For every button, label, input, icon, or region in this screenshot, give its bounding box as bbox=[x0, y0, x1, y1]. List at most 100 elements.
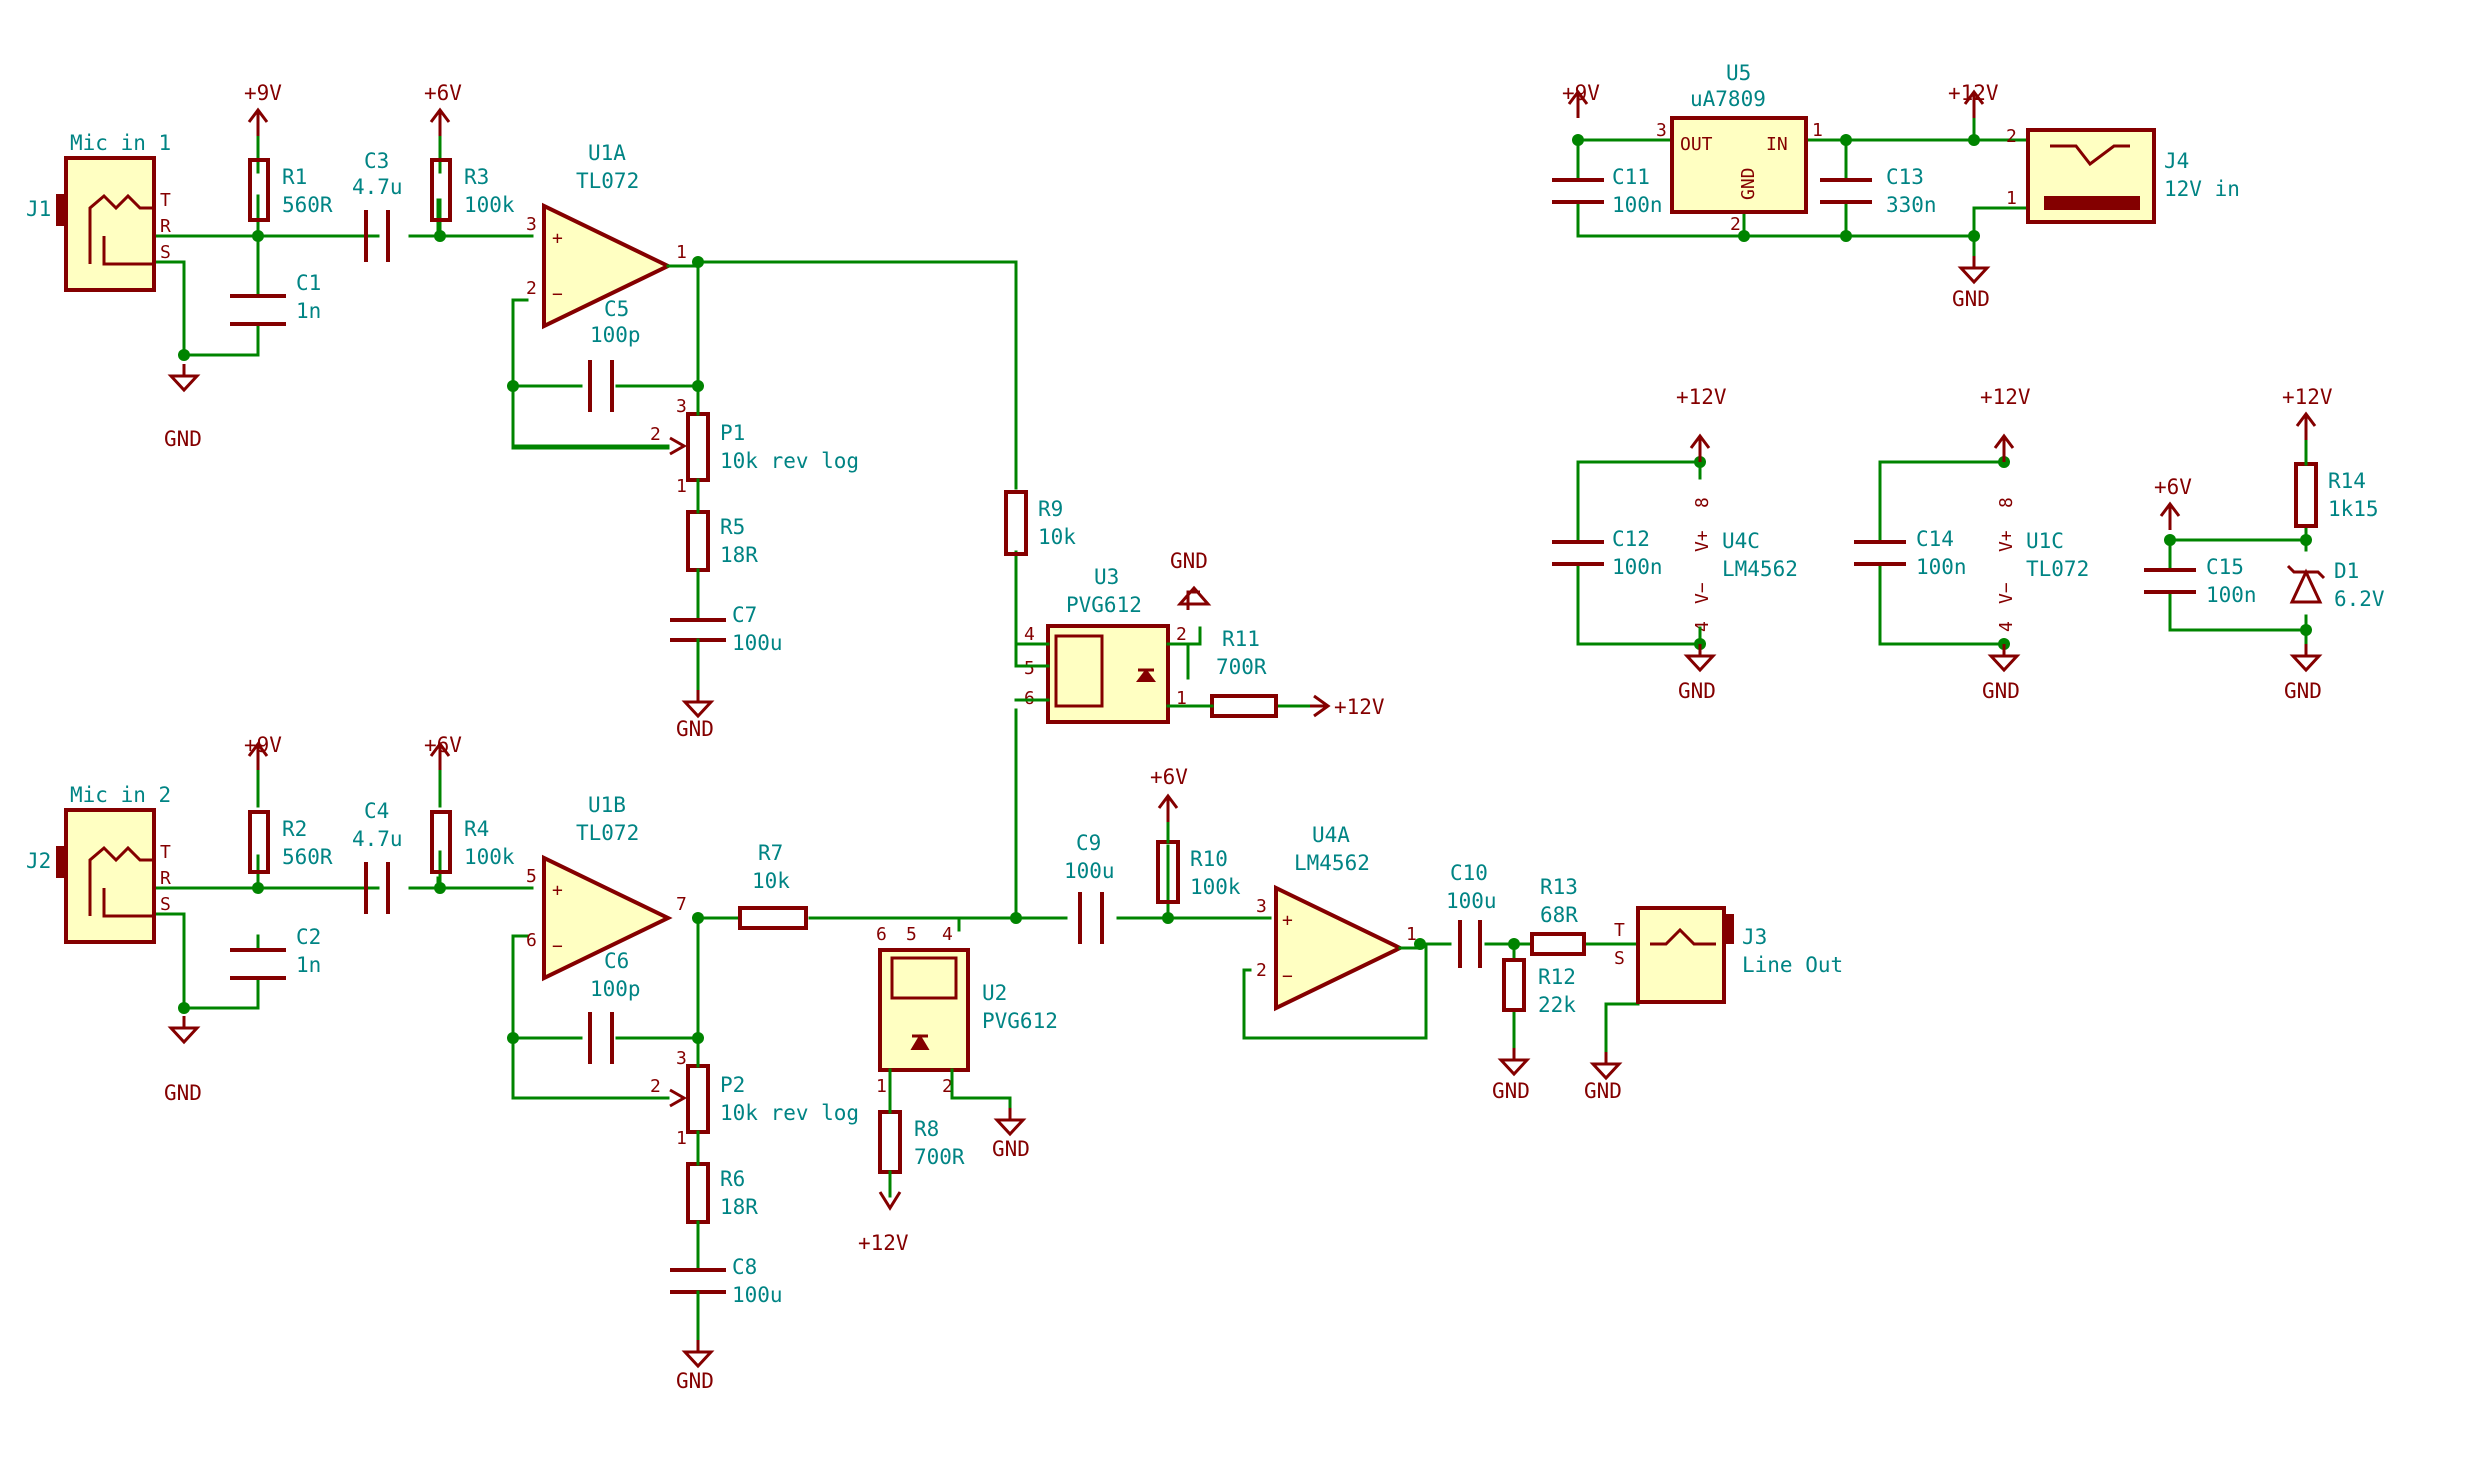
value-label: TL072 bbox=[576, 169, 639, 193]
value-label: 100u bbox=[1064, 859, 1115, 883]
value-label: 330n bbox=[1886, 193, 1937, 217]
supply-label: +12V bbox=[858, 1231, 909, 1255]
supply-label: GND bbox=[1170, 549, 1208, 573]
ref-label: C9 bbox=[1076, 831, 1101, 855]
capacitor-c11: C11 100n bbox=[1552, 165, 1663, 217]
pin-label: V+ bbox=[1996, 530, 2017, 552]
value-label: 10k bbox=[752, 869, 790, 893]
supply-label: +6V bbox=[424, 733, 462, 757]
supply-label: +6V bbox=[2154, 475, 2192, 499]
pin-label: 2 bbox=[2006, 126, 2017, 147]
ref-label: R9 bbox=[1038, 497, 1063, 521]
resistor-r13: R13 68R bbox=[1530, 875, 1586, 956]
supply-label: GND bbox=[676, 717, 714, 741]
pin-label: 1 bbox=[876, 1076, 887, 1097]
pin-label: R bbox=[160, 868, 171, 889]
ref-label: D1 bbox=[2334, 559, 2359, 583]
ref-label: C1 bbox=[296, 271, 321, 295]
pin-label: 5 bbox=[1024, 658, 1035, 679]
pin-label: V+ bbox=[1692, 530, 1713, 552]
capacitor-c15: C15 100n bbox=[2144, 555, 2257, 607]
ref-label: R5 bbox=[720, 515, 745, 539]
value-label: 18R bbox=[720, 1195, 758, 1219]
value-label: 100p bbox=[590, 977, 641, 1001]
ref-label: U5 bbox=[1726, 61, 1751, 85]
pin-label: T bbox=[1614, 920, 1625, 941]
value-label: Mic in 1 bbox=[70, 131, 171, 155]
pin-label: 3 bbox=[1256, 896, 1267, 917]
value-label: 4.7u bbox=[352, 175, 403, 199]
supply-label: +12V bbox=[1980, 385, 2031, 409]
ground-symbols: GND GND GND GND GND GND GND GND GND GND … bbox=[164, 254, 2322, 1393]
resistor-r14: R14 1k15 bbox=[2294, 438, 2379, 528]
pin-label: 2 bbox=[942, 1076, 953, 1097]
capacitor-c7: C7 100u bbox=[670, 603, 783, 692]
value-label: 12V in bbox=[2164, 177, 2240, 201]
plus-sign: + bbox=[1282, 910, 1293, 931]
ref-label: U4C bbox=[1722, 529, 1760, 553]
ref-label: U1A bbox=[588, 141, 626, 165]
value-label: TL072 bbox=[2026, 557, 2089, 581]
pin-label: 2 bbox=[1256, 960, 1267, 981]
pin-label: 6 bbox=[876, 924, 887, 945]
supply-label: +9V bbox=[244, 81, 282, 105]
ref-label: R4 bbox=[464, 817, 489, 841]
resistor-r12: R12 22k bbox=[1502, 958, 1576, 1017]
relay-u2: 6 5 4 1 2 U2 PVG612 bbox=[876, 924, 1058, 1110]
capacitor-c4: C4 4.7u bbox=[352, 799, 403, 914]
capacitor-c8: C8 100u bbox=[670, 1255, 783, 1342]
capacitor-c12: C12 100n bbox=[1552, 527, 1663, 579]
ref-label: J4 bbox=[2164, 149, 2189, 173]
value-label: 100p bbox=[590, 323, 641, 347]
value-label: 10k bbox=[1038, 525, 1076, 549]
ref-label: C14 bbox=[1916, 527, 1954, 551]
resistor-r5: R5 18R bbox=[686, 492, 758, 620]
ref-label: C4 bbox=[364, 799, 389, 823]
value-label: 100k bbox=[1190, 875, 1241, 899]
power-symbols: +9V +6V +9V +6V +6V +12V +9V +12V +12V +… bbox=[244, 81, 2333, 824]
ref-label: C5 bbox=[604, 297, 629, 321]
ref-label: U1B bbox=[588, 793, 626, 817]
pin-label: 2 bbox=[1730, 214, 1741, 235]
pin-label: S bbox=[160, 894, 171, 915]
supply-label: +12V bbox=[2282, 385, 2333, 409]
pin-label: S bbox=[1614, 948, 1625, 969]
ref-label: U2 bbox=[982, 981, 1007, 1005]
capacitor-c3: C3 4.7u bbox=[352, 149, 403, 262]
value-label: 1n bbox=[296, 953, 321, 977]
supply-label: +12V bbox=[1334, 695, 1385, 719]
pin-label: 3 bbox=[676, 396, 687, 417]
potentiometer-p2: 3 2 1 P2 10k rev log bbox=[650, 1036, 859, 1149]
ref-label: R1 bbox=[282, 165, 307, 189]
supply-label: GND bbox=[1584, 1079, 1622, 1103]
pin-label: IN bbox=[1766, 134, 1788, 155]
supply-label: GND bbox=[1492, 1079, 1530, 1103]
ref-label: C12 bbox=[1612, 527, 1650, 551]
value-label: 100n bbox=[1612, 193, 1663, 217]
value-label: 100u bbox=[732, 1283, 783, 1307]
potentiometer-p1: 3 2 1 P1 10k rev log bbox=[511, 384, 859, 497]
value-label: 1k15 bbox=[2328, 497, 2379, 521]
pin-label: 1 bbox=[2006, 188, 2017, 209]
ref-label: U4A bbox=[1312, 823, 1350, 847]
ref-label: R6 bbox=[720, 1167, 745, 1191]
opamp-u4a: + − 3 2 1 U4A LM4562 bbox=[1256, 823, 1422, 1012]
supply-label: +12V bbox=[1676, 385, 1727, 409]
pin-label: 1 bbox=[1176, 688, 1187, 709]
value-label: 10k rev log bbox=[720, 449, 859, 473]
value-label: 560R bbox=[282, 845, 333, 869]
pin-label: 4 bbox=[1692, 621, 1713, 632]
resistor-r2: R2 560R bbox=[248, 810, 333, 874]
supply-label: GND bbox=[164, 1081, 202, 1105]
ref-label: U1C bbox=[2026, 529, 2064, 553]
supply-label: GND bbox=[676, 1369, 714, 1393]
capacitor-c9: C9 100u bbox=[1064, 831, 1115, 944]
pin-label: 5 bbox=[906, 924, 917, 945]
supply-label: +9V bbox=[244, 733, 282, 757]
ref-label: R14 bbox=[2328, 469, 2366, 493]
pin-label: 3 bbox=[1656, 120, 1667, 141]
value-label: 68R bbox=[1540, 903, 1578, 927]
supply-label: +12V bbox=[1948, 81, 1999, 105]
ref-label: J1 bbox=[26, 197, 51, 221]
value-label: TL072 bbox=[576, 821, 639, 845]
